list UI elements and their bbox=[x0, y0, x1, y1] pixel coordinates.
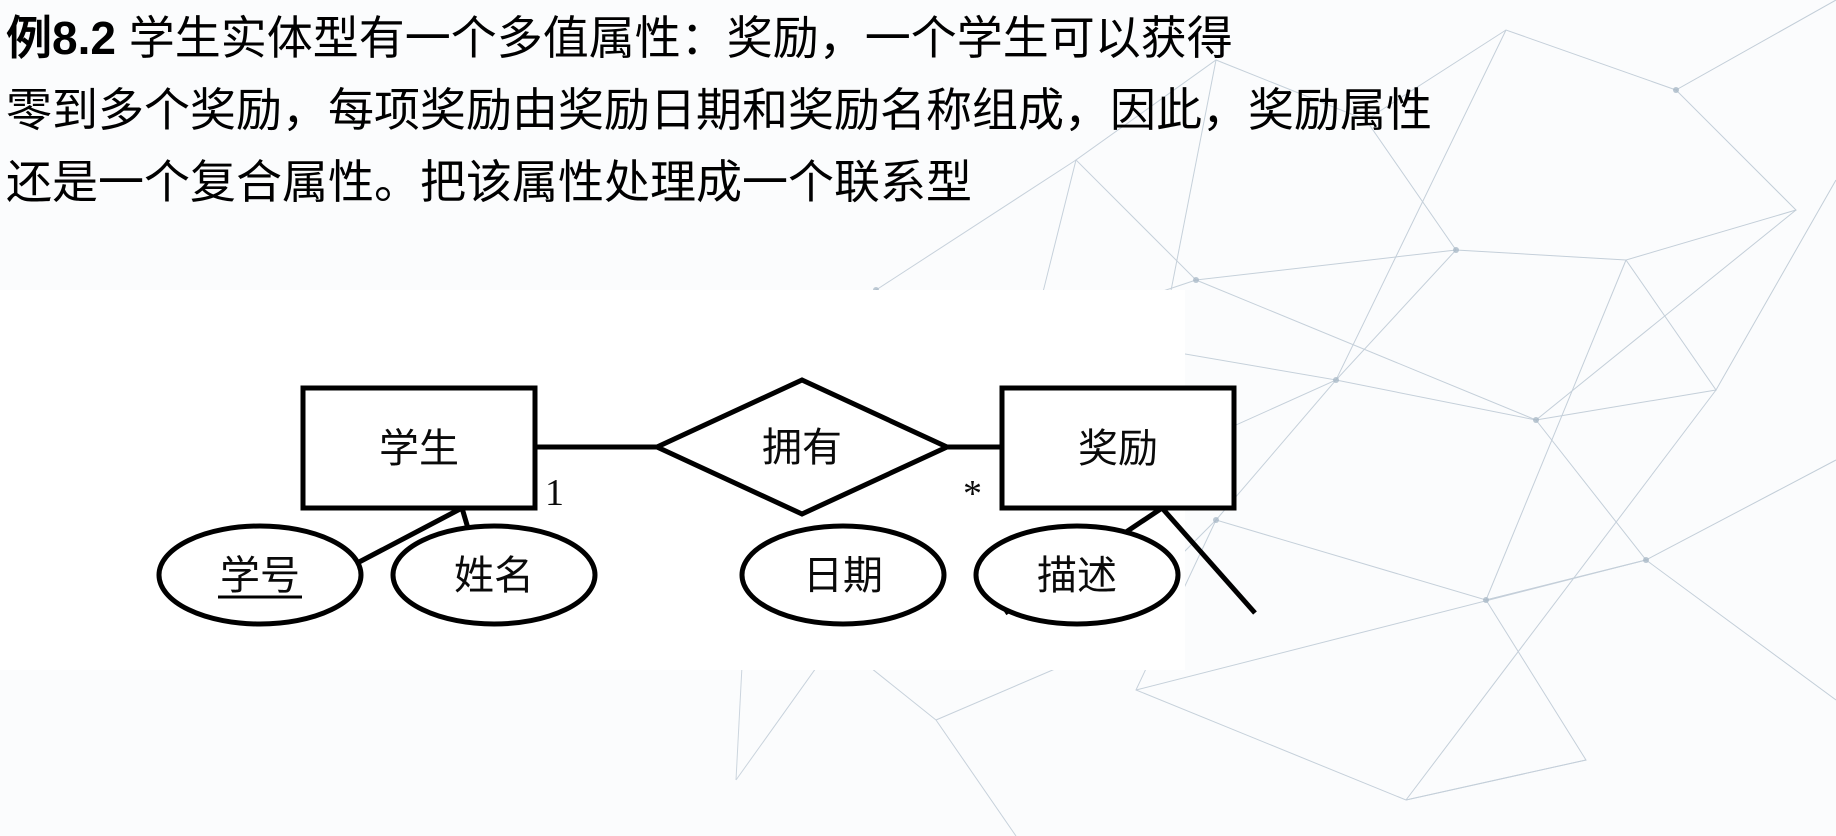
cardinality-label-student-side: 1 bbox=[545, 472, 564, 514]
cardinality-label-award-side: * bbox=[963, 473, 982, 515]
attribute-label-award-date: 日期 bbox=[803, 553, 883, 598]
relationship-label-owns: 拥有 bbox=[762, 425, 842, 470]
entity-label-student: 学生 bbox=[379, 426, 459, 471]
entity-label-award: 奖励 bbox=[1078, 426, 1158, 471]
attribute-label-award-desc: 描述 bbox=[1037, 553, 1117, 598]
attribute-label-student-name: 姓名 bbox=[454, 553, 534, 598]
attribute-label-student-id: 学号 bbox=[220, 553, 300, 598]
